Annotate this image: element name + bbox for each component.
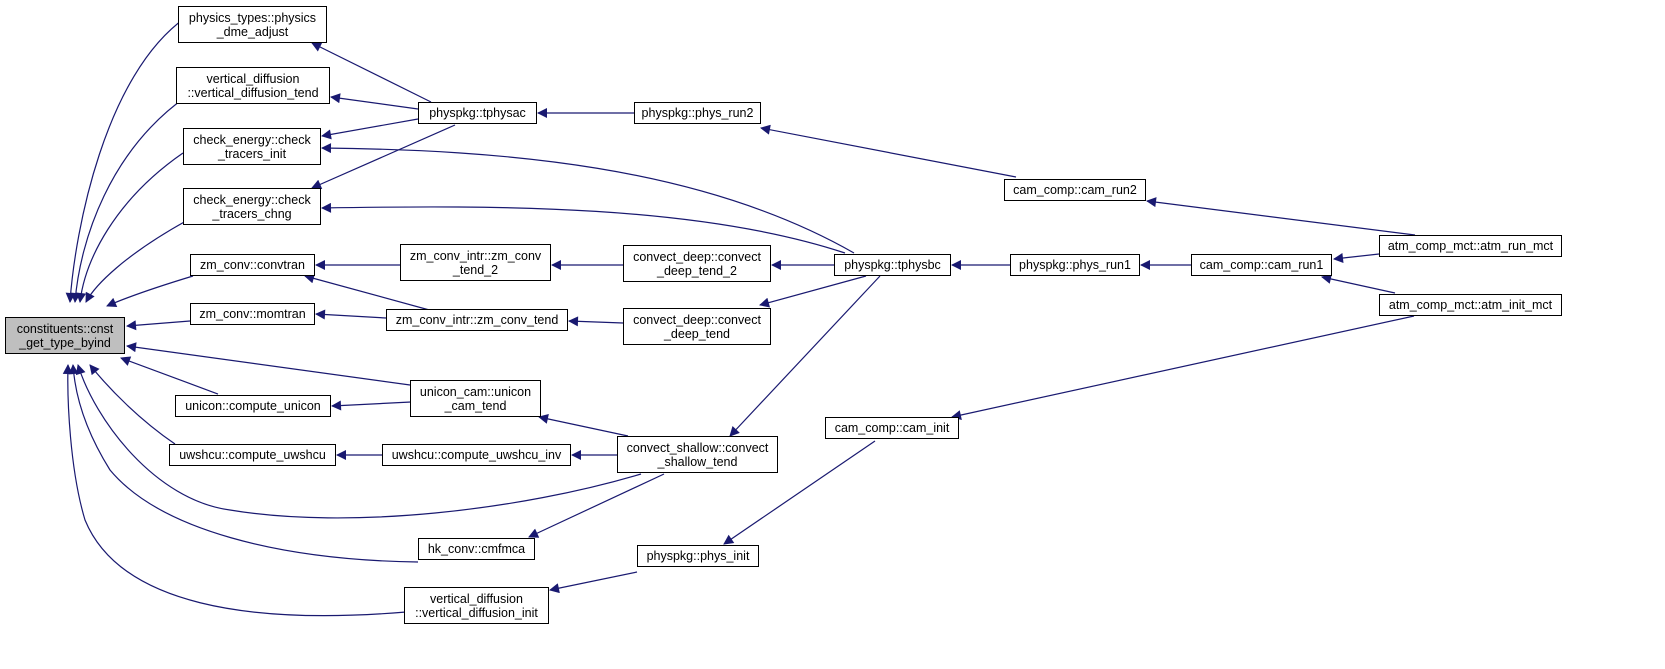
node-physics-types-physics-dme-adjust[interactable]: physics_types::physics_dme_adjust — [178, 6, 327, 43]
edge-unicon-to-root — [120, 356, 219, 395]
node-cam-comp-cam-run2[interactable]: cam_comp::cam_run2 — [1004, 179, 1146, 201]
node-check-energy-check-tracers-init[interactable]: check_energy::check_tracers_init — [183, 128, 321, 165]
node-atm-comp-mct-atm-run-mct[interactable]: atm_comp_mct::atm_run_mct — [1379, 235, 1562, 257]
node-convect-shallow-convect-shallow-tend[interactable]: convect_shallow::convect_shallow_tend — [617, 436, 778, 473]
edge-tphysbc-to-ce-init — [321, 143, 855, 254]
node-zm-conv-momtran[interactable]: zm_conv::momtran — [190, 303, 315, 325]
node-physpkg-phys-run2[interactable]: physpkg::phys_run2 — [634, 102, 761, 124]
node-physpkg-phys-init[interactable]: physpkg::phys_init — [637, 545, 759, 567]
edge-ce-chng-to-root — [85, 220, 187, 303]
node-zm-conv-intr-zm-conv-tend-2[interactable]: zm_conv_intr::zm_conv_tend_2 — [400, 244, 551, 281]
node-uwshcu-compute-uwshcu-inv[interactable]: uwshcu::compute_uwshcu_inv — [382, 444, 571, 466]
edge-ce-init-to-root — [76, 152, 184, 303]
edge-atm-init-to-cam-run1 — [1321, 274, 1396, 294]
edge-atm-run-to-cam-run2 — [1146, 197, 1416, 236]
edge-tphysbc-to-cs-tend — [729, 275, 881, 437]
edge-tphysbc-to-cd-tend — [759, 275, 867, 308]
edge-cs-tend-to-root — [75, 364, 642, 519]
edge-atm-run-to-cam-run1 — [1333, 253, 1380, 263]
edge-phys-init-to-vd-init — [549, 571, 638, 594]
edge-uwshcu-to-root — [89, 364, 176, 445]
node-physpkg-tphysac[interactable]: physpkg::tphysac — [418, 102, 537, 124]
edge-zmi-tend-to-zm-momtran — [315, 309, 387, 320]
edge-tphysac-to-vd-tend — [330, 93, 419, 110]
edge-unicon-cam-to-root — [126, 342, 411, 386]
edge-hk-to-root — [68, 364, 419, 563]
node-constituents-cnst-get-type-byind: constituents::cnst_get_type_byind — [5, 317, 125, 354]
node-unicon-cam-unicon-cam-tend[interactable]: unicon_cam::unicon_cam_tend — [410, 380, 541, 417]
node-physpkg-phys-run1[interactable]: physpkg::phys_run1 — [1010, 254, 1140, 276]
node-physpkg-tphysbc[interactable]: physpkg::tphysbc — [834, 254, 951, 276]
node-check-energy-check-tracers-chng[interactable]: check_energy::check_tracers_chng — [183, 188, 321, 225]
edge-cs-tend-to-hk — [528, 473, 665, 538]
edge-vd-init-to-root — [62, 364, 407, 617]
edge-cd-tend-to-zmi-tend — [568, 316, 624, 327]
edge-tphysac-to-ce-init — [321, 118, 419, 140]
edge-tphysac-to-physics-types — [311, 42, 432, 103]
node-vertical-diffusion-tend[interactable]: vertical_diffusion::vertical_diffusion_t… — [176, 67, 330, 104]
edge-cam-init-to-phys-init — [723, 440, 876, 545]
node-zm-conv-convtran[interactable]: zm_conv::convtran — [190, 254, 315, 276]
edge-unicon-cam-to-unicon — [331, 400, 412, 411]
node-atm-comp-mct-atm-init-mct[interactable]: atm_comp_mct::atm_init_mct — [1379, 294, 1562, 316]
edge-tphysbc-to-ce-chng — [321, 202, 846, 254]
node-zm-conv-intr-zm-conv-tend[interactable]: zm_conv_intr::zm_conv_tend — [386, 309, 568, 331]
edge-physics-types-to-root — [65, 17, 186, 303]
edge-zm-momtran-to-root — [126, 320, 191, 331]
edge-tphysac-to-ce-chng — [311, 124, 456, 189]
node-convect-deep-convect-deep-tend-2[interactable]: convect_deep::convect_deep_tend_2 — [623, 245, 771, 282]
edge-cam-run2-to-phys-run2 — [760, 124, 1017, 178]
node-cam-comp-cam-init[interactable]: cam_comp::cam_init — [825, 417, 959, 439]
node-vertical-diffusion-init[interactable]: vertical_diffusion::vertical_diffusion_i… — [404, 587, 549, 624]
edge-zmi-tend-to-zm-convtran — [304, 273, 434, 312]
edge-cs-tend-to-unicon-cam — [538, 413, 629, 437]
node-convect-deep-convect-deep-tend[interactable]: convect_deep::convect_deep_tend — [623, 308, 771, 345]
node-hk-conv-cmfmca[interactable]: hk_conv::cmfmca — [418, 538, 535, 560]
edge-zm-convtran-to-root — [106, 275, 194, 307]
node-cam-comp-cam-run1[interactable]: cam_comp::cam_run1 — [1191, 254, 1332, 276]
node-unicon-compute-unicon[interactable]: unicon::compute_unicon — [175, 395, 331, 417]
node-uwshcu-compute-uwshcu[interactable]: uwshcu::compute_uwshcu — [169, 444, 336, 466]
edge-atm-init-to-cam-init — [951, 315, 1415, 420]
edge-vd-tend-to-root — [70, 95, 188, 303]
